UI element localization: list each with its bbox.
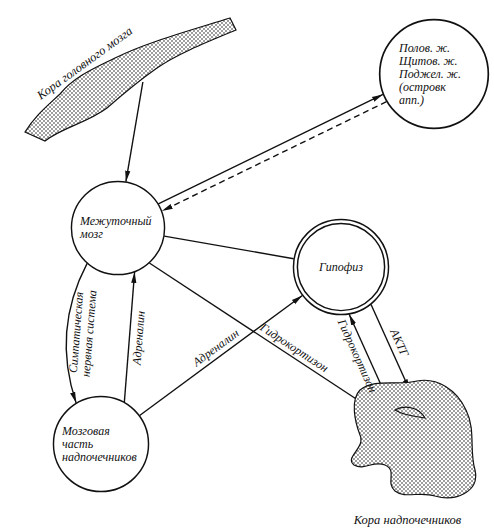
connector-line (126, 82, 143, 182)
diencephalon-circle: Межуточный мозг (70, 180, 166, 276)
node-label: Мозговая часть надпочечников (62, 425, 140, 464)
edge-label: Гидрокортизон (335, 318, 379, 395)
connector-line (164, 236, 293, 259)
circle-outline (380, 20, 489, 129)
node-label: Межуточный мозг (80, 215, 156, 241)
pituitary-circle: Гипофиз (292, 218, 390, 316)
circle-text-block: Гипофиз (319, 261, 363, 274)
connector-line (162, 102, 387, 211)
connector-line (140, 295, 303, 415)
edge-label: Симпатическая нервная система (66, 282, 100, 384)
brain-cortex-blob: Кора головного мозга (15, 12, 240, 142)
glands-circle: Полов. ж. Щитов. ж. Поджел. ж. (островк … (378, 18, 490, 130)
edge-label: Адреналин (190, 327, 241, 369)
circle-text-block: Межуточный мозг (80, 215, 156, 241)
circle-text-wrap: Полов. ж. Щитов. ж. Поджел. ж. (островк … (378, 18, 490, 130)
edge-label: Адреналин (131, 310, 148, 365)
edge-label: Гидрокортизон (258, 321, 331, 375)
circle-text-block: Полов. ж. Щитов. ж. Поджел. ж. (островк … (399, 42, 469, 107)
circle-text-wrap: Мозговая часть надпочечников (52, 395, 150, 493)
node-label: Гипофиз (319, 261, 363, 274)
node-label: Кора надпочечников (325, 513, 490, 528)
stippled-shape (351, 380, 475, 497)
circle-inner-outline (297, 223, 384, 310)
circle-text-block: Мозговая часть надпочечников (62, 425, 140, 464)
node-label: Полов. ж. Щитов. ж. Поджел. ж. (островк … (399, 42, 469, 107)
circle-outline (293, 219, 388, 314)
circle-outline (71, 181, 164, 274)
circle-outline (53, 396, 148, 491)
adrenal-medulla-circle: Мозговая часть надпочечников (52, 395, 150, 493)
circle-text-wrap: Гипофиз (292, 218, 390, 316)
edge-label: АКТГ (388, 327, 412, 359)
adrenal-cortex-blob: Кора надпочечников (325, 370, 490, 528)
node-outline (325, 370, 490, 528)
connector-line (158, 94, 383, 203)
circle-text-wrap: Межуточный мозг (70, 180, 166, 276)
